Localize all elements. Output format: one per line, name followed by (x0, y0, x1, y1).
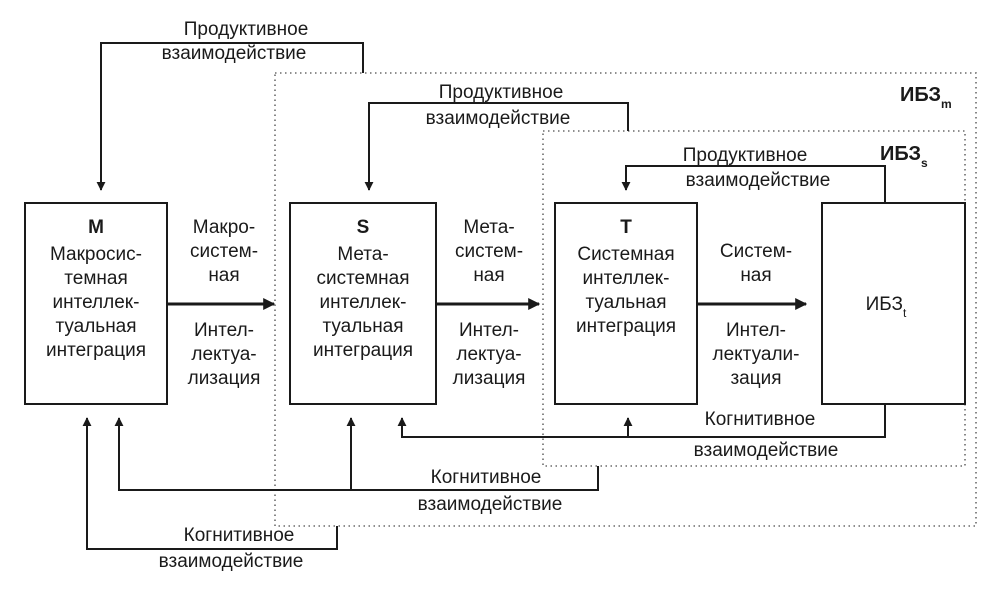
loop-label: взаимодействие (159, 551, 304, 572)
block-m (24, 202, 168, 405)
loop-label: Когнитивное (431, 467, 542, 488)
edge-label: Интел- (459, 320, 519, 341)
loop-label: взаимодействие (686, 170, 831, 191)
edge-label: Макро- (193, 217, 255, 238)
block-m-line: темная (64, 268, 127, 289)
block-m-line: туальная (55, 316, 136, 337)
block-t-line: интеграция (576, 316, 676, 337)
edge-label: лектуа- (456, 344, 521, 365)
loop-label: Продуктивное (683, 145, 808, 166)
block-t-line: туальная (585, 292, 666, 313)
edge-label: ная (740, 265, 771, 286)
loop-label: взаимодействие (418, 494, 563, 515)
edge-label: ная (473, 265, 504, 286)
edge-label: лизация (453, 368, 526, 389)
block-s-line: интеграция (313, 340, 413, 361)
block-m-letter: M (88, 217, 104, 238)
edge-label: систем- (190, 241, 258, 262)
loop-cog-mid-to-m (114, 417, 599, 491)
loop-label: Продуктивное (184, 19, 309, 40)
loop-label: Продуктивное (439, 82, 564, 103)
loop-label: взаимодействие (694, 440, 839, 461)
loop-label: взаимодействие (426, 108, 571, 129)
block-s-line: Мета- (337, 244, 388, 265)
block-ibz-t (821, 202, 966, 405)
region-ibz-s-title: ИБЗs (880, 143, 928, 170)
block-s (289, 202, 437, 405)
edge-label: Мета- (463, 217, 514, 238)
loop-prod-outer (96, 42, 364, 191)
loop-cog-outer (82, 417, 338, 550)
block-t-line: интеллек- (583, 268, 670, 289)
block-s-letter: S (357, 217, 370, 238)
block-s-line: системная (316, 268, 409, 289)
block-m-line: интеграция (46, 340, 146, 361)
region-ibz-s-frame (542, 130, 966, 467)
edge-label: лектуа- (191, 344, 256, 365)
loop-label: Когнитивное (184, 525, 295, 546)
loop-label: взаимодействие (162, 43, 307, 64)
block-s-line: туальная (322, 316, 403, 337)
edge-label: систем- (455, 241, 523, 262)
edge-label: ная (208, 265, 239, 286)
block-s-line: интеллек- (320, 292, 407, 313)
block-ibz-t-label: ИБЗt (866, 294, 907, 320)
block-t-letter: T (620, 217, 632, 238)
block-t-line: Системная (577, 244, 674, 265)
edge-label: Интел- (194, 320, 254, 341)
edge-label: лизация (188, 368, 261, 389)
edge-label: Систем- (720, 241, 792, 262)
edge-label: зация (730, 368, 781, 389)
block-m-line: интеллек- (53, 292, 140, 313)
edge-label: Интел- (726, 320, 786, 341)
edge-label: лектуали- (713, 344, 800, 365)
loop-prod-inner (621, 165, 886, 203)
block-m-line: Макросис- (50, 244, 142, 265)
loop-label: Когнитивное (705, 409, 816, 430)
loop-prod-mid (364, 102, 629, 191)
region-ibz-m-title: ИБЗm (900, 84, 952, 111)
loop-cog-inner-to-s (397, 404, 886, 438)
